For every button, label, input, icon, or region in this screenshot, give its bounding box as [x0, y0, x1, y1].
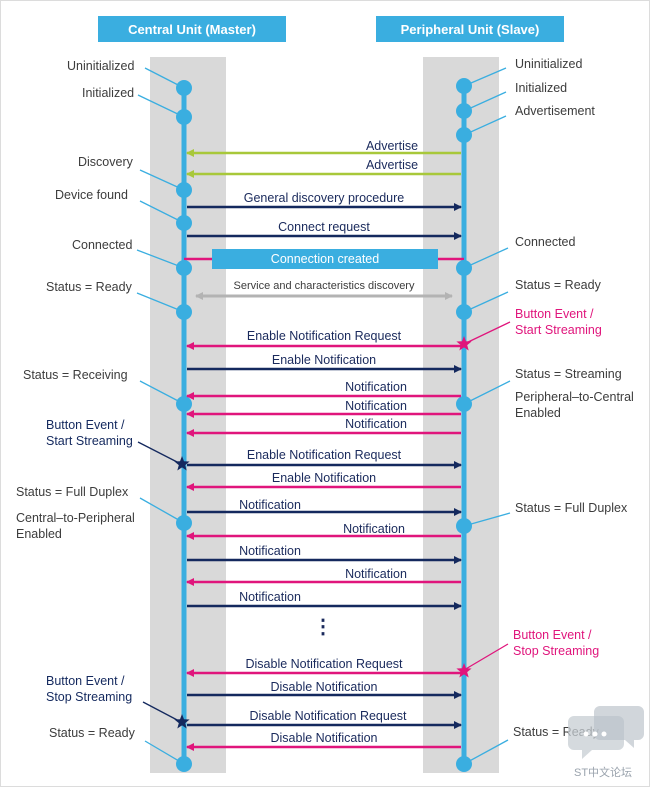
- message-label: Enable Notification Request: [246, 448, 402, 462]
- state-connector: [144, 740, 185, 765]
- button-event-star: [456, 663, 472, 678]
- state-connector: [463, 91, 507, 112]
- state-connector: [463, 512, 511, 527]
- message-label: Disable Notification: [270, 680, 378, 694]
- message-label: Notification: [239, 544, 301, 558]
- central-state-label: Status = Full Duplex: [16, 485, 129, 499]
- message-label: Enable Notification: [271, 353, 377, 367]
- message-label: Enable Notification: [271, 471, 377, 485]
- central-state-label: Status = Ready: [49, 726, 135, 740]
- state-connector: [463, 115, 507, 136]
- message-label: Notification: [345, 399, 407, 413]
- message-label: Notification: [239, 498, 301, 512]
- message-label: Enable Notification Request: [246, 329, 402, 343]
- state-connector: [139, 497, 185, 524]
- central-state-label: Discovery: [78, 155, 133, 169]
- message-label: Notification: [345, 417, 407, 431]
- central-state-label: Uninitialized: [67, 59, 135, 73]
- peripheral-state-label: Uninitialized: [515, 57, 583, 71]
- state-connector: [144, 67, 185, 89]
- peripheral-state-label: Status = Full Duplex: [515, 501, 628, 515]
- peripheral-state-label: Initialized: [515, 81, 568, 95]
- message-label: Advertise: [365, 139, 419, 153]
- peripheral-state-label: Status = Streaming: [515, 367, 622, 381]
- forum-logo-icon: [568, 706, 644, 759]
- state-connector: [137, 94, 185, 118]
- continuation-ellipsis: ⋮: [313, 616, 333, 638]
- central-state-label: Button Event /Start Streaming: [46, 418, 133, 448]
- message-label: General discovery procedure: [243, 191, 405, 205]
- message-label: Disable Notification Request: [249, 709, 407, 723]
- state-connector: [463, 321, 511, 345]
- message-label: Service and characteristics discovery: [233, 280, 415, 292]
- central-unit-header: Central Unit (Master): [98, 16, 286, 42]
- state-connector: [463, 643, 509, 671]
- peripheral-state-label: Connected: [515, 235, 576, 249]
- state-connector: [137, 441, 182, 465]
- button-event-star: [456, 336, 472, 351]
- peripheral-unit-header: Peripheral Unit (Slave): [376, 16, 564, 42]
- state-connector: [463, 67, 507, 87]
- button-event-star: [174, 456, 190, 471]
- central-state-label: Initialized: [82, 86, 135, 100]
- message-label: Connect request: [278, 220, 370, 234]
- state-connector: [142, 701, 182, 723]
- state-connector: [463, 380, 511, 405]
- state-connector: [463, 739, 509, 765]
- state-connector: [139, 169, 185, 191]
- central-state-label: Connected: [72, 238, 133, 252]
- message-label: Disable Notification: [270, 731, 378, 745]
- peripheral-state-label: Button Event /Stop Streaming: [513, 628, 600, 658]
- central-state-label: Button Event /Stop Streaming: [46, 674, 133, 704]
- button-event-star: [174, 714, 190, 729]
- state-connector: [139, 380, 185, 405]
- state-connector: [136, 249, 185, 269]
- peripheral-state-label: Advertisement: [515, 104, 595, 118]
- state-connector: [136, 292, 185, 313]
- state-connector: [463, 291, 509, 313]
- central-state-label: Status = Ready: [46, 280, 132, 294]
- central-state-label: Status = Receiving: [23, 368, 128, 382]
- peripheral-state-label: Status = Ready: [515, 278, 601, 292]
- message-label: Notification: [345, 380, 407, 394]
- watermark-text: ST中文论坛: [574, 767, 633, 779]
- message-label: Notification: [345, 567, 407, 581]
- message-label: Advertise: [365, 158, 419, 172]
- message-label: Disable Notification Request: [245, 657, 403, 671]
- peripheral-state-label: Button Event /Start Streaming: [515, 307, 602, 337]
- message-label: Notification: [239, 590, 301, 604]
- state-connector: [139, 200, 185, 224]
- message-label: Notification: [343, 522, 405, 536]
- state-connector: [463, 247, 509, 269]
- central-state-label: Device found: [55, 188, 128, 202]
- connection-created-banner: Connection created: [212, 249, 438, 269]
